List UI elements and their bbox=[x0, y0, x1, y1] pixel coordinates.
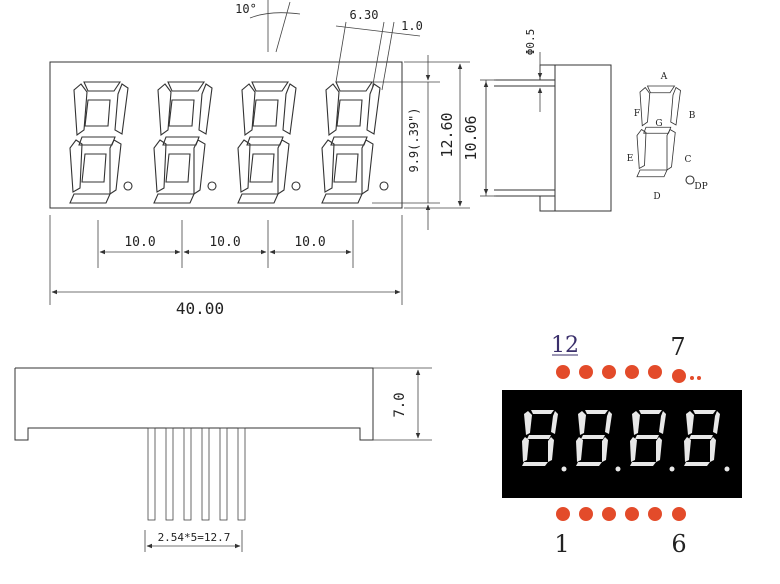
display-module bbox=[502, 390, 742, 498]
decimal-point bbox=[207, 181, 217, 191]
pin-5 bbox=[648, 507, 662, 521]
front-view: 10.0 10.0 10.0 40.00 12.60 9.9(.39") 10°… bbox=[49, 0, 470, 318]
pin-4 bbox=[625, 507, 639, 521]
pin-diameter-label: Φ0.5 bbox=[524, 29, 537, 56]
segment-map: A B C D E F G DP bbox=[627, 72, 708, 202]
pin-7 bbox=[672, 369, 686, 383]
pin-10 bbox=[602, 365, 616, 379]
tilt-angle-label: 10° bbox=[235, 2, 257, 16]
pin-pitch-label: 2.54*5=12.7 bbox=[158, 531, 231, 544]
decimal-point bbox=[123, 181, 133, 191]
pin-label-7: 7 bbox=[670, 333, 685, 361]
display-body-outline bbox=[49, 61, 403, 209]
pitch-label-1: 10.0 bbox=[124, 235, 155, 250]
pin-label-12: 12 bbox=[551, 333, 579, 358]
pinout-diagram: 12 7 1 6 bbox=[502, 333, 742, 558]
side-view: 10.06 Φ0.5 bbox=[462, 29, 612, 212]
pin-label-1: 1 bbox=[554, 530, 569, 558]
segment-width-label: 6.30 bbox=[350, 8, 379, 22]
bottom-body-outline bbox=[14, 367, 374, 441]
decimal-point bbox=[379, 181, 389, 191]
segment-gap-label: 1.0 bbox=[401, 19, 423, 33]
side-thickness-label: 10.06 bbox=[462, 115, 480, 160]
bottom-view: 7.0 2.54*5=12.7 bbox=[14, 367, 432, 552]
segment-label-c: C bbox=[685, 155, 692, 165]
pin-6 bbox=[672, 507, 686, 521]
pin-2 bbox=[579, 507, 593, 521]
segment-label-e: E bbox=[627, 154, 634, 164]
pin-8 bbox=[648, 365, 662, 379]
pin-12 bbox=[556, 365, 570, 379]
overall-width-label: 40.00 bbox=[176, 299, 224, 318]
segment-label-a: A bbox=[660, 72, 668, 82]
height-label: 12.60 bbox=[438, 112, 456, 157]
pin-label-6: 6 bbox=[671, 530, 686, 558]
digit-height-label: 9.9(.39") bbox=[407, 107, 421, 172]
pitch-label-2: 10.0 bbox=[209, 235, 240, 250]
segment-label-f: F bbox=[634, 109, 640, 119]
pitch-label-3: 10.0 bbox=[294, 235, 325, 250]
bottom-height-label: 7.0 bbox=[392, 392, 408, 417]
segment-label-dp: DP bbox=[694, 182, 707, 192]
pin-11 bbox=[579, 365, 593, 379]
pin-9 bbox=[625, 365, 639, 379]
side-body bbox=[554, 64, 612, 212]
decimal-point bbox=[291, 181, 301, 191]
segment-label-b: B bbox=[689, 111, 696, 121]
segment-label-d: D bbox=[653, 192, 660, 202]
segment-label-g: G bbox=[655, 119, 662, 129]
pin-3 bbox=[602, 507, 616, 521]
pin-1 bbox=[556, 507, 570, 521]
